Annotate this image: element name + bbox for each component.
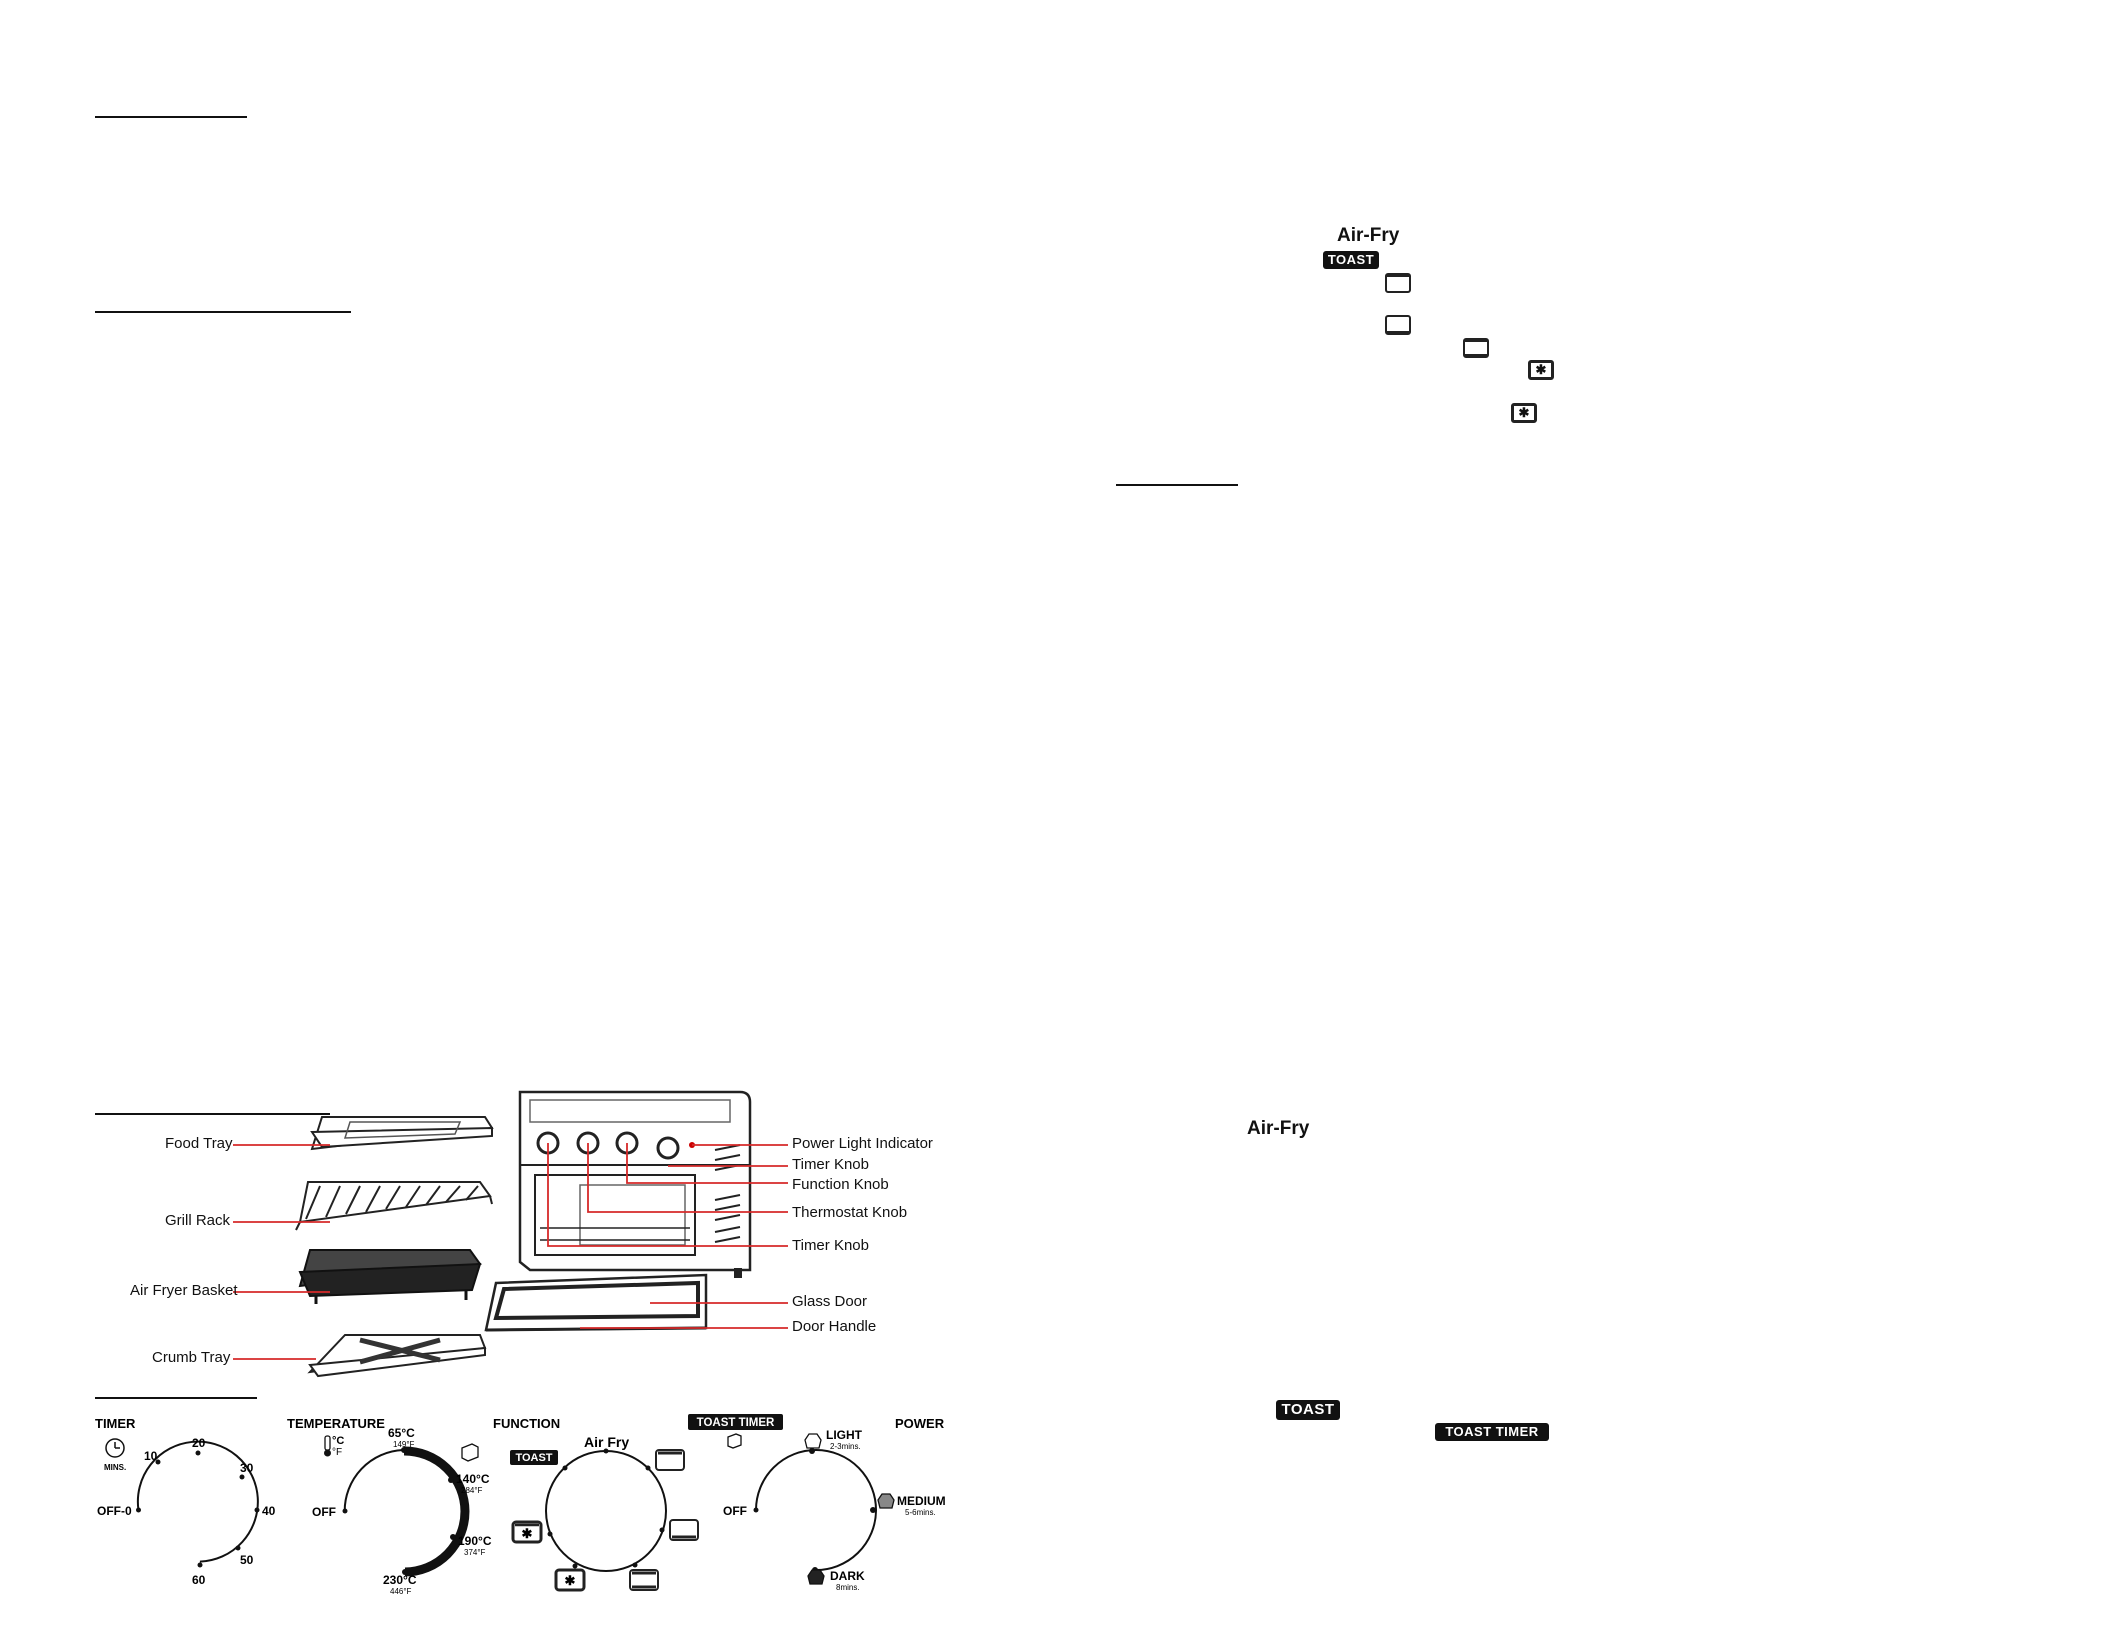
temp-374f: 374°F — [464, 1548, 486, 1557]
function-toast-timer: TOAST TIMER — [697, 1417, 775, 1429]
timer-mark-off: OFF-0 — [97, 1504, 132, 1518]
section-rule-parts — [95, 1113, 330, 1115]
grill-rack-label: Grill Rack — [165, 1212, 231, 1229]
timer-title: TIMER — [95, 1416, 136, 1431]
timer-mark-60: 60 — [192, 1573, 206, 1587]
toast-badge-2: TOAST — [1276, 1400, 1340, 1420]
toast-badge: TOAST — [1323, 251, 1379, 269]
section-rule-controls — [95, 1397, 257, 1399]
control-dials: TIMER MINS. OFF-0 10 20 30 40 50 60 TEMP… — [95, 1414, 946, 1596]
timer-mark-10: 10 — [144, 1449, 158, 1463]
timer-mark-20: 20 — [192, 1436, 206, 1450]
svg-text:✱: ✱ — [522, 1526, 533, 1541]
grill-rack-illustration — [295, 1181, 493, 1231]
toast-timer-badge: TOAST TIMER — [1435, 1423, 1549, 1441]
temp-off: OFF — [312, 1505, 336, 1519]
temp-65c: 65°C — [388, 1426, 415, 1440]
airfry-label-2: Air-Fry — [1247, 1118, 1310, 1139]
power-dark: DARK — [830, 1569, 865, 1583]
light-toast-icon — [804, 1433, 822, 1449]
door-handle-label: Door Handle — [792, 1318, 877, 1335]
temp-unit-c: °C — [332, 1435, 344, 1447]
temp-446f: 446°F — [390, 1587, 412, 1596]
temp-284f: 284°F — [461, 1486, 483, 1495]
function-toast: TOAST — [515, 1452, 552, 1464]
timer-mark-50: 50 — [240, 1553, 254, 1567]
power-light: LIGHT — [826, 1428, 863, 1442]
temp-149f: 149°F — [393, 1440, 415, 1449]
parts-diagram — [233, 1090, 788, 1378]
bottom-heat-icon — [1385, 315, 1411, 335]
food-tray-label: Food Tray — [165, 1135, 233, 1152]
power-dial: POWER OFF LIGHT 2-3mins. MEDIUM 5-6mins.… — [723, 1416, 946, 1592]
function-dial: FUNCTION TOAST TIMER TOAST Air Fry ✱ ✱ — [493, 1414, 783, 1592]
power-off: OFF — [723, 1504, 747, 1518]
top-heat-icon — [1385, 273, 1411, 293]
timer-unit: MINS. — [104, 1463, 126, 1472]
power-title: POWER — [895, 1416, 945, 1431]
power-light-time: 2-3mins. — [830, 1442, 861, 1451]
convection-fan-icon-2: ✱ — [1511, 403, 1537, 423]
section-rule-1 — [95, 116, 247, 118]
timer-knob-top-label: Timer Knob — [792, 1156, 869, 1173]
toast-icon — [461, 1443, 479, 1462]
timer-mark-40: 40 — [262, 1504, 276, 1518]
convection-fan-icon: ✱ — [1528, 360, 1554, 380]
timer-dial: TIMER MINS. OFF-0 10 20 30 40 50 60 — [95, 1416, 276, 1587]
oven-illustration — [484, 1090, 752, 1332]
timer-knob-bottom-label: Timer Knob — [792, 1237, 869, 1254]
top-bottom-heat-icon — [1463, 338, 1489, 358]
function-airfry: Air Fry — [584, 1434, 629, 1450]
airfry-label: Air-Fry — [1337, 225, 1400, 246]
thermostat-knob-label: Thermostat Knob — [792, 1204, 908, 1221]
crumb-tray-illustration — [307, 1334, 487, 1378]
power-dark-time: 8mins. — [836, 1583, 860, 1592]
temp-140c: 140°C — [456, 1472, 490, 1486]
food-tray-illustration — [310, 1116, 494, 1151]
temp-unit-f: °F — [332, 1447, 342, 1458]
air-fryer-basket-label: Air Fryer Basket — [130, 1282, 238, 1299]
temperature-dial: TEMPERATURE °C °F OFF 65°C 149°F 140°C 2… — [287, 1416, 492, 1596]
temperature-title: TEMPERATURE — [287, 1416, 385, 1431]
function-title: FUNCTION — [493, 1416, 560, 1431]
thermometer-icon — [324, 1435, 331, 1451]
power-medium-time: 5-6mins. — [905, 1508, 936, 1517]
temp-190c: 190°C — [458, 1534, 492, 1548]
svg-text:✱: ✱ — [565, 1573, 576, 1588]
section-rule-2 — [95, 311, 351, 313]
power-light-label: Power Light Indicator — [792, 1135, 933, 1152]
temp-230c: 230°C — [383, 1573, 417, 1587]
crumb-tray-label: Crumb Tray — [152, 1349, 231, 1366]
glass-door-label: Glass Door — [792, 1293, 868, 1310]
leader-lines — [233, 1143, 788, 1360]
dark-toast-icon — [807, 1569, 825, 1585]
power-medium: MEDIUM — [897, 1494, 946, 1508]
function-knob-label: Function Knob — [792, 1176, 889, 1193]
air-fryer-basket-illustration — [298, 1249, 482, 1304]
toast-timer-icon — [727, 1433, 742, 1449]
section-rule-right — [1116, 484, 1238, 486]
timer-mark-30: 30 — [240, 1461, 254, 1475]
medium-toast-icon — [877, 1493, 895, 1509]
